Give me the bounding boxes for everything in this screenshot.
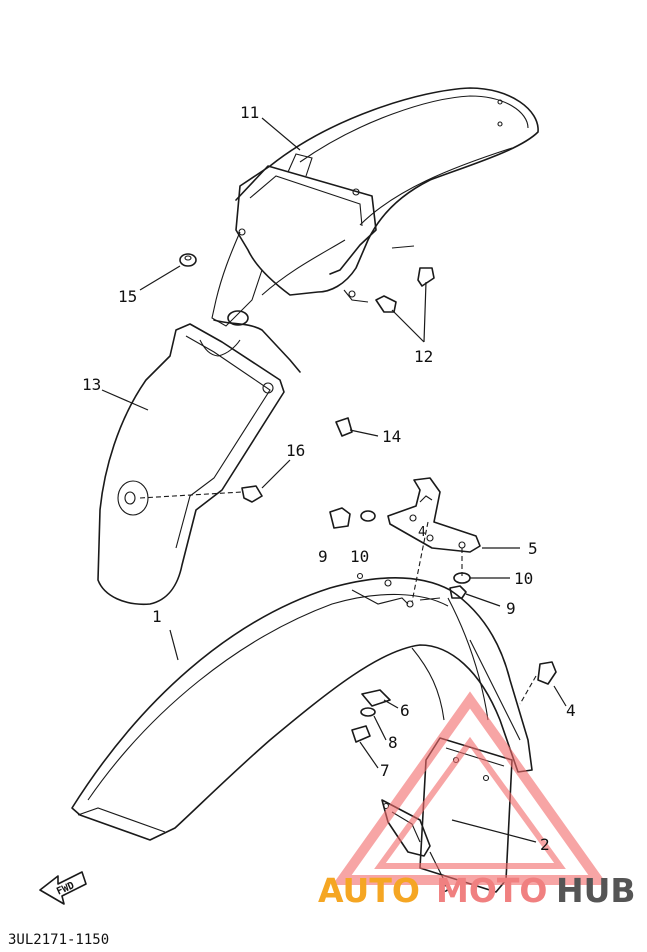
callout-9-left: 9 <box>318 547 328 566</box>
watermark-word-hub: HUB <box>556 871 636 910</box>
callout-2: 2 <box>540 835 550 854</box>
rear-fender-drawing <box>211 87 539 373</box>
fastener-parts <box>179 253 557 743</box>
watermark-word-moto: MOTO <box>436 871 547 910</box>
callout-16: 16 <box>286 441 305 460</box>
callout-14: 14 <box>382 427 401 446</box>
callout-4-bracket: 4 <box>418 525 426 540</box>
callout-6: 6 <box>400 701 410 720</box>
callout-1: 1 <box>152 607 162 626</box>
diagram-code: 3UL2171-1150 <box>8 932 109 948</box>
callout-15: 15 <box>118 287 137 306</box>
callout-5: 5 <box>528 539 538 558</box>
callout-12: 12 <box>414 347 433 366</box>
leader-lines <box>101 117 567 881</box>
mud-flap-drawing <box>97 323 285 606</box>
callout-11: 11 <box>240 103 259 122</box>
front-fender-drawing <box>71 572 533 841</box>
callout-4: 4 <box>566 701 576 720</box>
fwd-arrow: FWD <box>39 871 87 905</box>
bracket-drawing <box>387 477 481 553</box>
callout-10-left: 10 <box>350 547 369 566</box>
callout-13: 13 <box>82 375 101 394</box>
callout-9-right: 9 <box>506 599 516 618</box>
callout-8: 8 <box>388 733 398 752</box>
callout-7: 7 <box>380 761 390 780</box>
watermark-logo <box>332 691 608 885</box>
callout-10-right: 10 <box>514 569 533 588</box>
watermark-word-auto: AUTO <box>318 871 420 910</box>
watermark-text: AUTO MOTO HUB <box>318 871 636 910</box>
callout-3: 3 <box>440 877 450 896</box>
callout-labels: 11 15 12 13 14 16 4 5 9 10 10 9 1 4 6 8 … <box>82 103 576 896</box>
assembly-lines <box>139 491 537 705</box>
